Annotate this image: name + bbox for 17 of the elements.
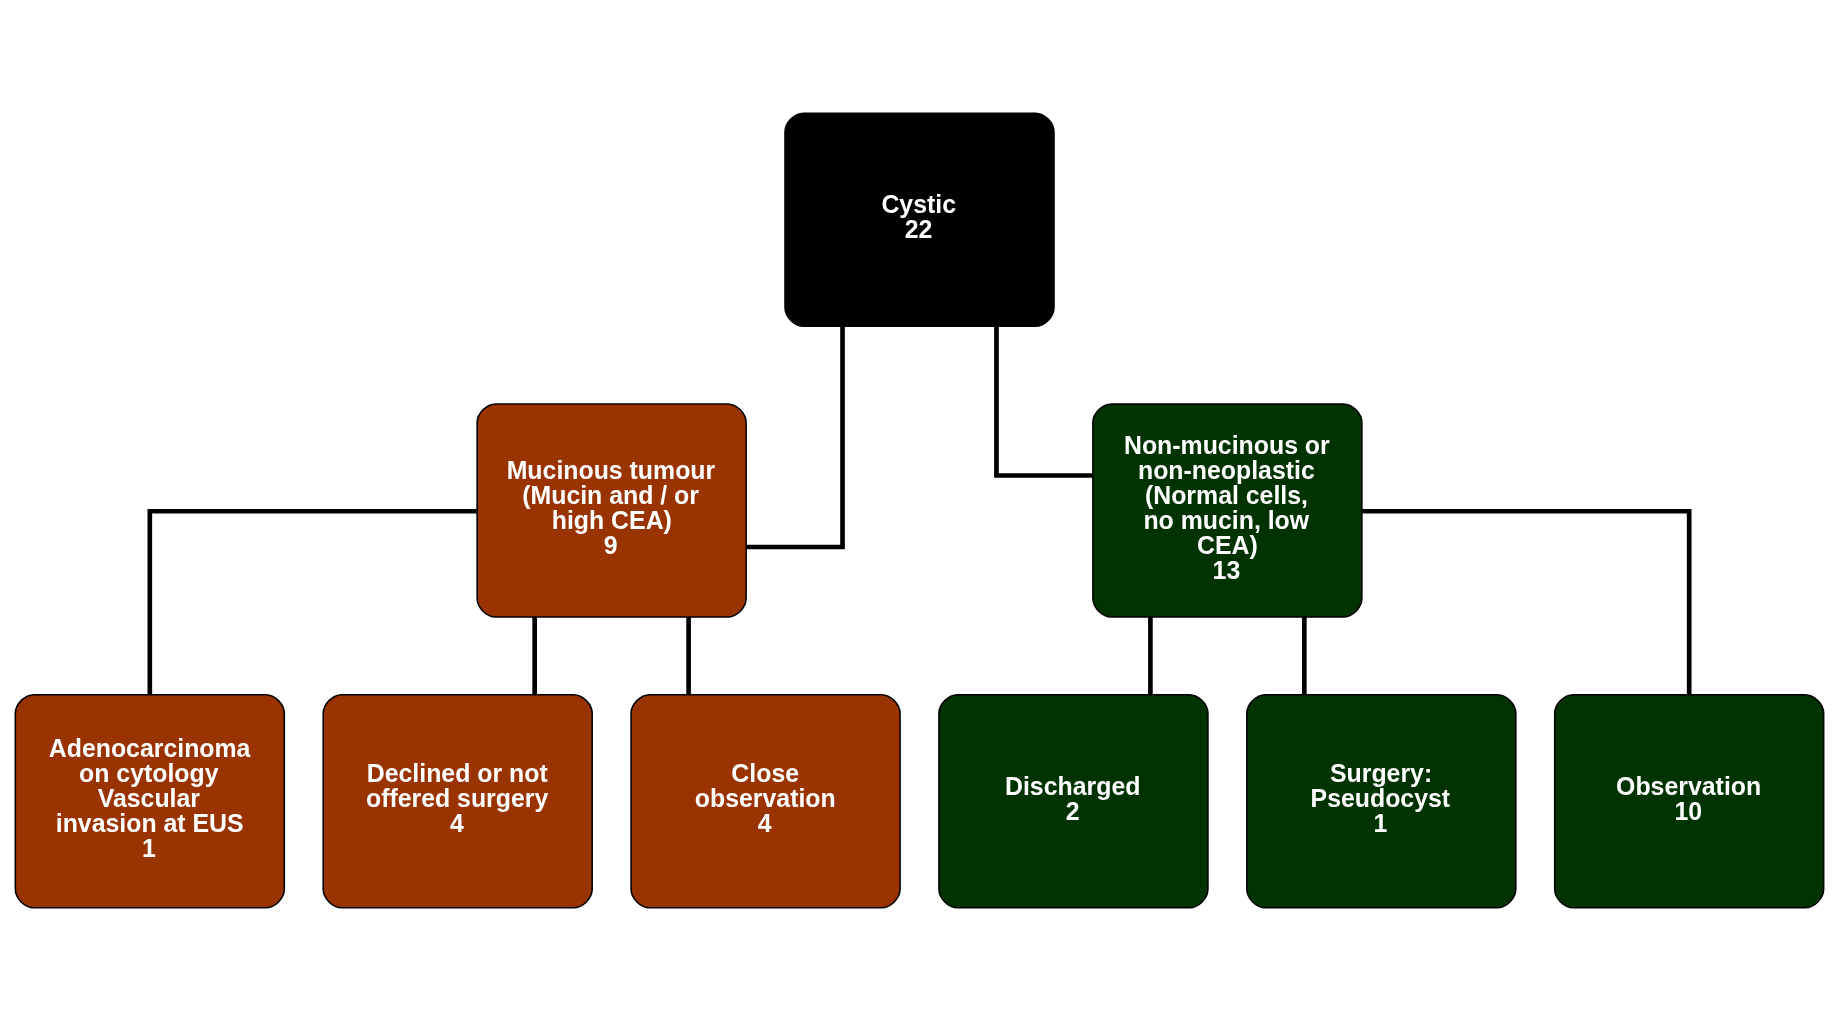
- node-box: Observation 10: [1553, 693, 1824, 909]
- node-box: Declined or not offered surgery 4: [321, 693, 593, 909]
- connector: [1361, 508, 1691, 694]
- connector: [1301, 616, 1307, 695]
- connector: [685, 616, 691, 695]
- node-box: Adenocarcinoma on cytology Vascular invasion at EUS 1: [14, 693, 285, 909]
- node-box: Close observation 4: [629, 693, 901, 909]
- node-box: Cystic 22: [783, 111, 1055, 327]
- connector: [746, 325, 845, 549]
- node-box: Mucinous tumour (Mucin and / or high CEA) 9: [475, 402, 747, 618]
- node-box: Discharged 2: [937, 693, 1209, 909]
- connector: [1147, 616, 1153, 695]
- connector: [531, 616, 537, 695]
- node-box: Non-mucinous or non-neoplastic (Normal cells, no mucin, low CEA) 13: [1091, 402, 1363, 618]
- connector: [993, 326, 1092, 478]
- connector: [147, 508, 477, 694]
- node-box: Surgery: Pseudocyst 1: [1245, 693, 1517, 909]
